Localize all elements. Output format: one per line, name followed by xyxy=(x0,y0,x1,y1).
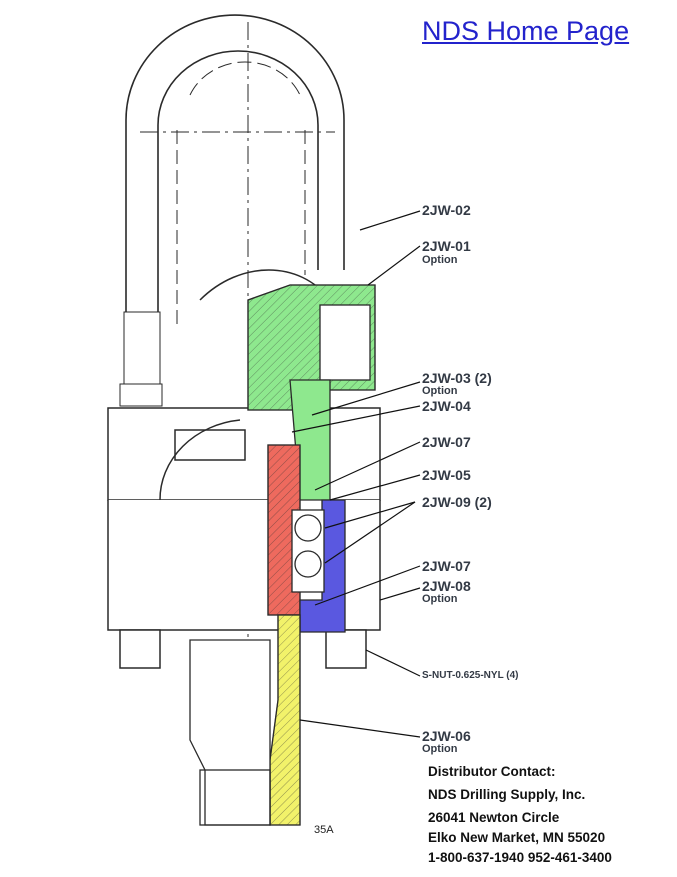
contact-city: Elko New Market, MN 55020 xyxy=(428,830,606,845)
bearings xyxy=(291,509,325,593)
label-2jw-03-option: Option xyxy=(422,385,458,397)
contact-heading: Distributor Contact: xyxy=(428,764,556,779)
label-2jw-09: 2JW-09 (2) xyxy=(422,494,492,510)
threaded-bolt-ends xyxy=(119,311,163,407)
label-2jw-04: 2JW-04 xyxy=(422,398,471,414)
yellow-sub xyxy=(269,614,301,826)
label-2jw-08-option: Option xyxy=(422,593,458,605)
bail-u-bolt xyxy=(125,14,345,640)
label-2jw-05: 2JW-05 xyxy=(422,467,471,483)
label-2jw-06: 2JW-06 xyxy=(422,728,471,744)
leader-lines xyxy=(291,210,421,738)
page-number: 35A xyxy=(314,824,334,836)
label-2jw-03: 2JW-03 (2) xyxy=(422,370,492,386)
lower-shaft xyxy=(189,639,271,826)
label-2jw-08: 2JW-08 xyxy=(422,578,471,594)
label-2jw-02: 2JW-02 xyxy=(422,202,471,218)
label-2jw-01-option: Option xyxy=(422,254,458,266)
contact-company: NDS Drilling Supply, Inc. xyxy=(428,787,586,802)
label-2jw-06-option: Option xyxy=(422,743,458,755)
label-2jw-07-lower: 2JW-07 xyxy=(422,558,471,574)
label-s-nut: S-NUT-0.625-NYL (4) xyxy=(422,670,519,681)
contact-phones: 1-800-637-1940 952-461-3400 xyxy=(428,850,612,865)
contact-street: 26041 Newton Circle xyxy=(428,810,560,825)
nds-home-page-link[interactable]: NDS Home Page xyxy=(422,16,630,46)
label-2jw-07-upper: 2JW-07 xyxy=(422,434,471,450)
label-2jw-01: 2JW-01 xyxy=(422,238,471,254)
